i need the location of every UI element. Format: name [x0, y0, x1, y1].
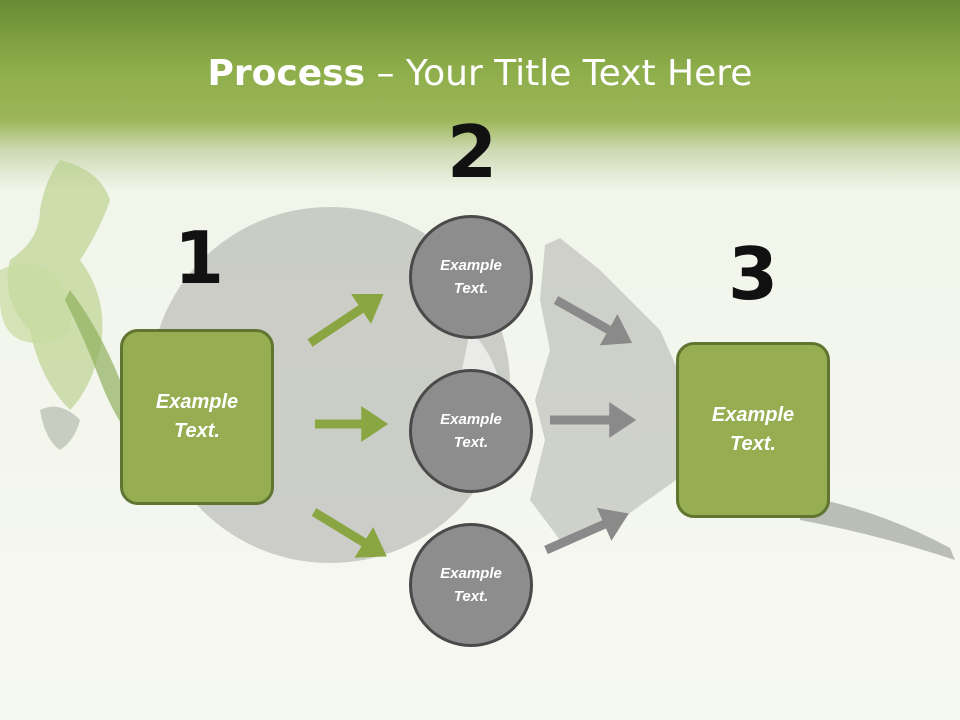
arrow-from-circle-bottom	[544, 507, 629, 555]
circle-middle: Example Text.	[409, 369, 533, 493]
title-rest: – Your Title Text Here	[365, 53, 753, 94]
right-example-box: Example Text.	[676, 342, 830, 518]
slide-title: Process – Your Title Text Here	[0, 52, 960, 96]
circle-bottom: Example Text.	[409, 523, 533, 647]
arrow-from-circle-top	[553, 296, 633, 346]
step-number-3: 3	[727, 232, 779, 316]
step-number-1: 1	[173, 216, 225, 300]
step-number-2: 2	[446, 110, 498, 194]
arrow-to-circle-bottom	[311, 508, 387, 558]
left-example-box: Example Text.	[120, 329, 274, 505]
arrow-to-circle-top	[307, 294, 384, 347]
title-bold: Process	[207, 53, 366, 94]
circle-top: Example Text.	[409, 215, 533, 339]
